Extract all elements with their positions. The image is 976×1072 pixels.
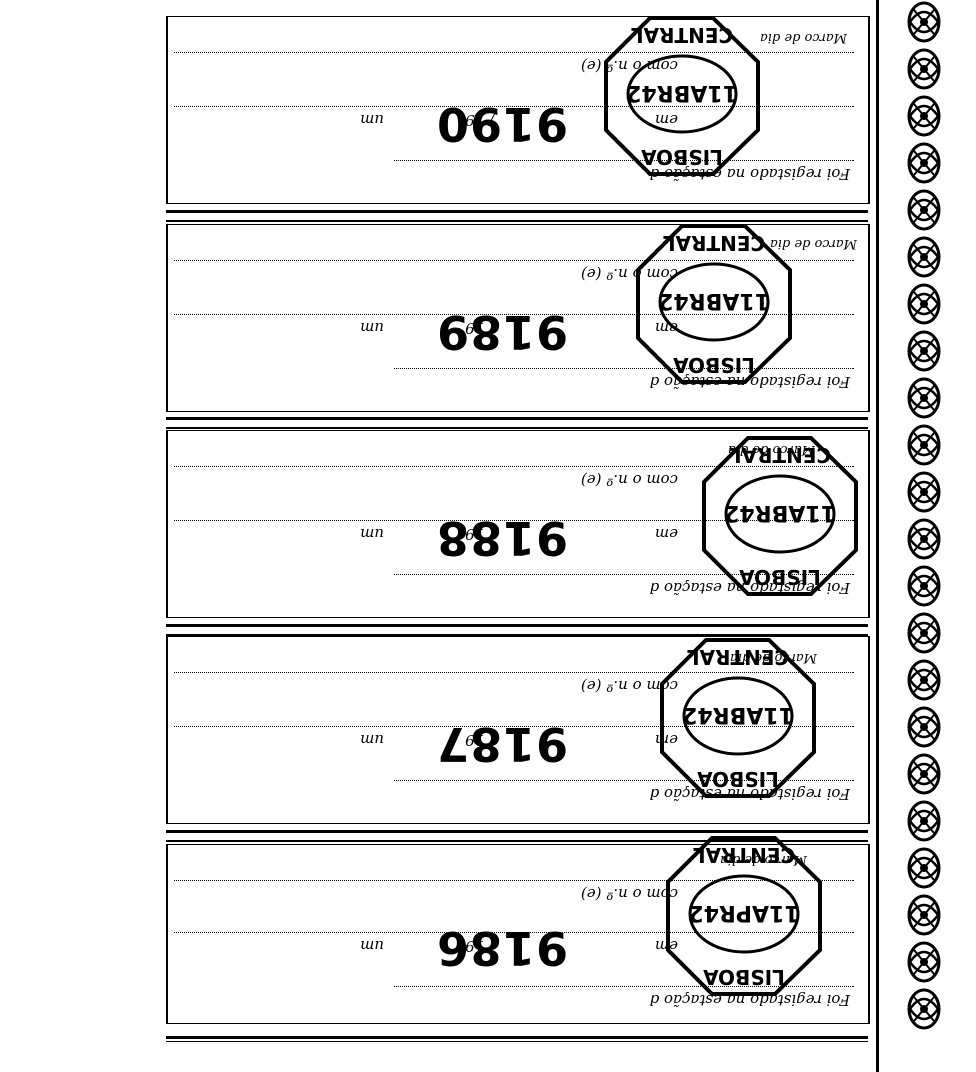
ornament-icon [906, 188, 942, 232]
stamp-unit: CENTRAL [687, 645, 790, 669]
ornament-icon [906, 705, 942, 749]
stamp-date: 11ABR42 [724, 500, 836, 525]
receipt-stub: Foi registado na estação d em / 19 um co… [166, 430, 870, 618]
um-text: um [360, 937, 384, 955]
ornament-icon [906, 47, 942, 91]
ornament-icon [906, 329, 942, 373]
stamp-date: 11ABR42 [658, 288, 770, 313]
receipt-number: 9186 [435, 921, 568, 975]
stamp-city: LISBOA [641, 145, 723, 169]
ornament-icon [906, 0, 942, 44]
ornament-icon [906, 987, 942, 1031]
receipt-stub: Foi registado na estação d em / 19 um co… [166, 636, 870, 824]
postmark-stamp: LISBOA 11ABR42 CENTRAL [630, 218, 800, 388]
ornament-icon [906, 799, 942, 843]
ornament-icon [906, 611, 942, 655]
marco-de-dia-text: Marco de dia [728, 442, 815, 457]
marco-de-dia-text: Marco de dia [770, 236, 857, 251]
ornament-icon [906, 846, 942, 890]
ornament-icon [906, 235, 942, 279]
postmark-stamp: LISBOA 11ABR42 CENTRAL [598, 10, 768, 180]
ornament-icon [906, 658, 942, 702]
bottom-rule [166, 1036, 868, 1039]
ornament-icon [906, 94, 942, 138]
postmark-stamp: LISBOA 11ABR42 CENTRAL [654, 632, 824, 802]
stub-separator [166, 210, 868, 222]
receipt-number: 9189 [435, 305, 568, 359]
ornament-icon [906, 564, 942, 608]
um-text: um [360, 525, 384, 543]
em-text: em [654, 525, 678, 543]
marco-de-dia-text: Marco de dia [720, 852, 807, 867]
ornamental-border-strip [906, 0, 946, 1035]
stub-separator [166, 624, 868, 636]
stub-separator [166, 830, 868, 842]
stamp-date: 11ABR42 [682, 702, 794, 727]
receipt-number: 9188 [435, 511, 568, 565]
stub-column: Foi registado na estação d em / 19 um co… [166, 14, 870, 1034]
postmark-stamp: LISBOA 11ABR42 CENTRAL [696, 430, 866, 600]
stamp-unit: CENTRAL [631, 23, 734, 47]
ornament-icon [906, 376, 942, 420]
right-border-line [876, 0, 879, 1072]
stamp-city: LISBOA [673, 353, 755, 377]
stub-separator [166, 417, 868, 429]
ornament-icon [906, 517, 942, 561]
stamp-city: LISBOA [739, 565, 821, 589]
receipt-number: 9187 [435, 717, 568, 771]
with-number-text: com o n.º (e) [580, 471, 678, 489]
ornament-icon [906, 470, 942, 514]
marco-de-dia-text: Marco de dia [760, 30, 847, 45]
um-text: um [360, 111, 384, 129]
postmark-stamp: LISBOA 11APR42 CENTRAL [660, 830, 830, 1000]
stamp-unit: CENTRAL [693, 843, 796, 867]
stamp-city: LISBOA [697, 767, 779, 791]
receipt-stub: Foi registado na estação d em / 19 um co… [166, 224, 870, 412]
marco-de-dia-text: Marco de dia [730, 650, 817, 665]
bottom-rule-thin [166, 1041, 868, 1042]
receipt-stub: Foi registado na estação d em / 19 um co… [166, 16, 870, 204]
ornament-icon [906, 893, 942, 937]
ornament-icon [906, 141, 942, 185]
ornament-icon [906, 423, 942, 467]
stamp-city: LISBOA [703, 965, 785, 989]
um-text: um [360, 731, 384, 749]
ornament-icon [906, 282, 942, 326]
ornament-icon [906, 752, 942, 796]
um-text: um [360, 319, 384, 337]
stamp-unit: CENTRAL [729, 443, 832, 467]
stamp-date: 11ABR42 [626, 80, 738, 105]
ornament-icon [906, 940, 942, 984]
stamp-date: 11APR42 [688, 900, 799, 925]
receipt-stub: Foi registado na estação d em / 19 um co… [166, 844, 870, 1024]
stamp-unit: CENTRAL [663, 231, 766, 255]
receipt-number: 9190 [435, 97, 568, 151]
